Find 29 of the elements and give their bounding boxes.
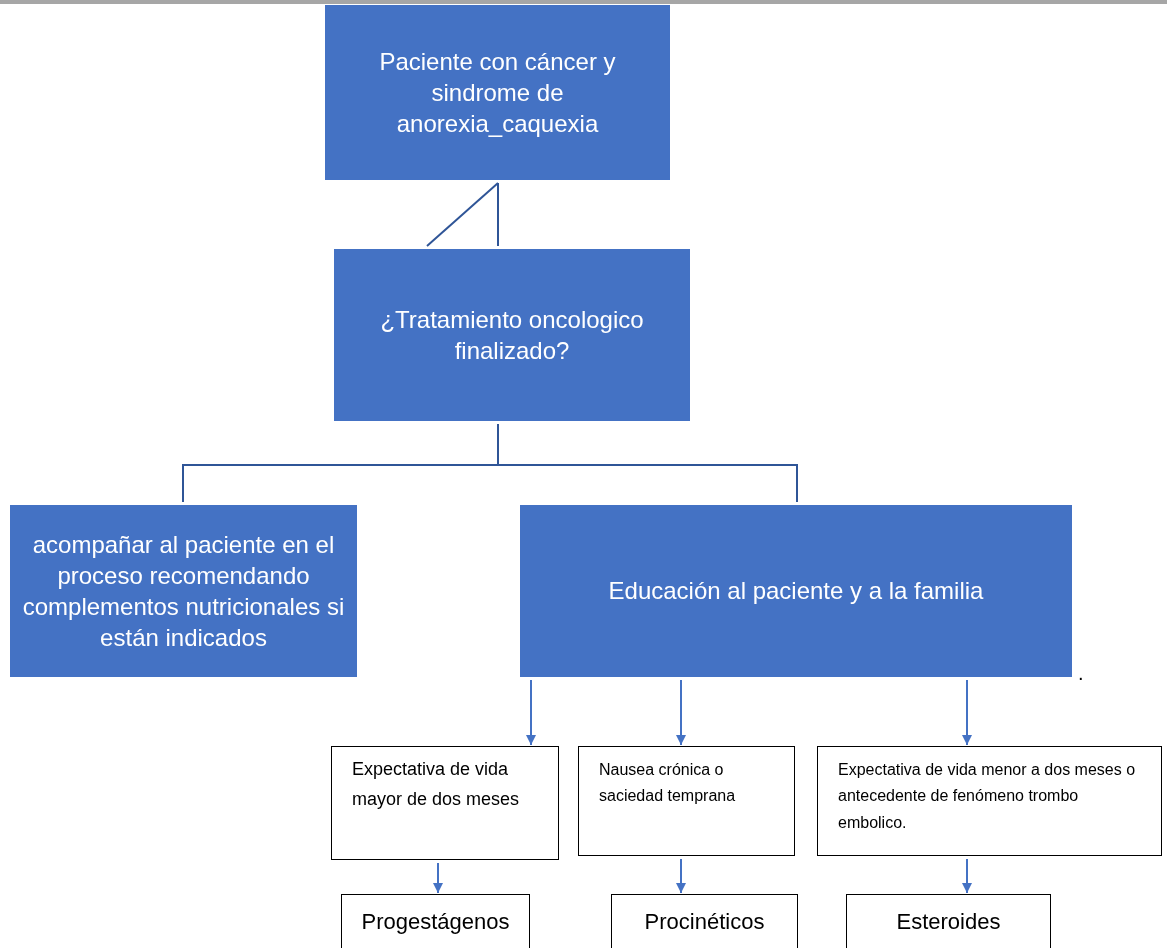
- result-box: [846, 894, 1051, 948]
- process-box: [325, 5, 670, 180]
- node-text: Expectativa de vida menor a dos meses o antecedente de fenómeno trombo embolico.: [838, 760, 1137, 833]
- node-text: Progestágenos: [361, 909, 510, 935]
- process-box: [520, 505, 1072, 677]
- node-text: acompañar al paciente en el proceso recomendando complementos nutricionales si están indicados: [21, 529, 346, 654]
- process-box: [10, 505, 357, 677]
- node-text: Paciente con cáncer y sindrome de anorexia_caquexia: [378, 46, 617, 140]
- note-text: .: [1078, 662, 1084, 685]
- node-text: Nausea crónica o saciedad temprana: [599, 760, 737, 807]
- arrow: [433, 862, 443, 894]
- result-box: [611, 894, 798, 948]
- arrow: [962, 858, 972, 894]
- arrow: [526, 679, 536, 746]
- arrow: [962, 679, 972, 746]
- result-box: [341, 894, 530, 948]
- node-text: Expectativa de vida mayor de dos meses: [352, 758, 521, 811]
- condition-box: [578, 746, 795, 856]
- node-text: ¿Tratamiento oncologico finalizado?: [379, 304, 645, 366]
- process-box: [334, 249, 690, 421]
- connector-line: [497, 182, 499, 247]
- node-text: Esteroides: [896, 909, 1001, 935]
- condition-box: [331, 746, 559, 860]
- arrow: [676, 679, 686, 746]
- node-text: Procinéticos: [644, 909, 765, 935]
- arrow: [676, 858, 686, 894]
- connector-line: [497, 423, 798, 503]
- condition-box: [817, 746, 1162, 856]
- node-text: Educación al paciente y a la familia: [608, 576, 984, 607]
